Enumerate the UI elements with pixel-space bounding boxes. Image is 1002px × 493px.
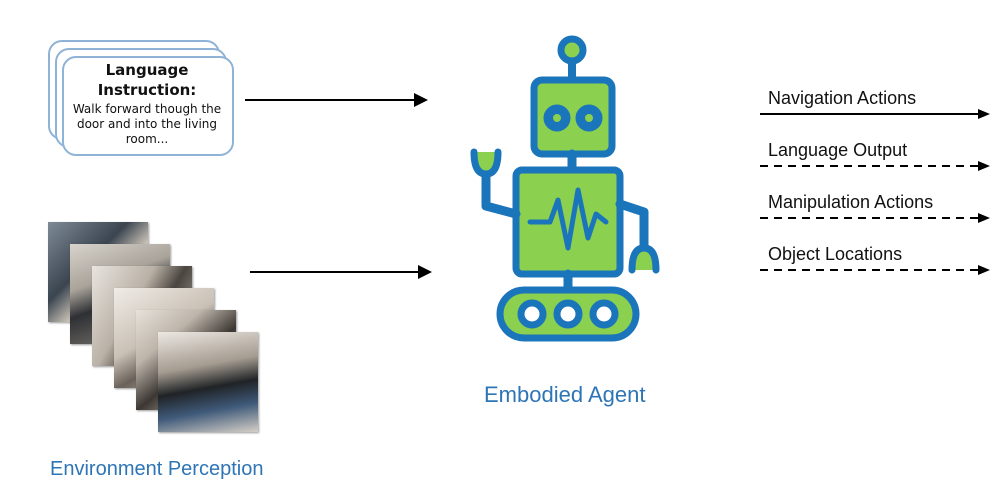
embodied-agent-label: Embodied Agent [484,382,646,407]
output-label-language: Language Output [768,140,908,160]
output-arrow-language [760,161,990,171]
output-label-navigation: Navigation Actions [768,88,917,108]
output-label-manipulation: Manipulation Actions [768,192,934,212]
instruction-card-text: Language Instruction: Walk forward thoug… [66,60,228,147]
arrow-instruction-to-agent [245,93,428,107]
output-arrow-navigation [760,109,990,119]
instruction-body: Walk forward though the door and into th… [72,102,222,146]
output-arrow-object-locations [760,265,990,275]
arrow-perception-to-agent [250,265,432,279]
robot-icon [470,35,660,342]
room-photo-6 [158,332,258,432]
instruction-title: Language Instruction: [97,61,197,99]
output-arrow-manipulation [760,213,990,223]
environment-perception-label: Environment Perception [50,458,264,480]
instruction-card-front [62,56,234,156]
output-label-object-locations: Object Locations [768,244,903,264]
